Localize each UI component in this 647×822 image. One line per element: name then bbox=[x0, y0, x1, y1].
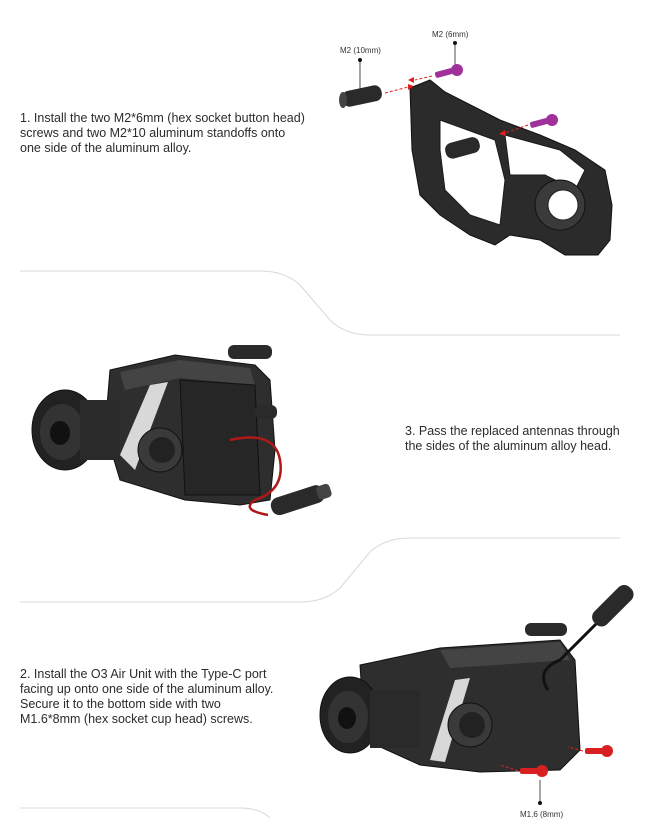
step-3-illustration bbox=[31, 345, 332, 517]
callout-m2-6mm: M2 (6mm) bbox=[432, 30, 469, 39]
section-divider-1 bbox=[20, 270, 620, 336]
step-1-instruction: 1. Install the two M2*6mm (hex socket bu… bbox=[20, 111, 305, 155]
section-divider-3 bbox=[20, 807, 271, 819]
callout-m2-10mm: M2 (10mm) bbox=[340, 46, 381, 55]
step-3-instruction: 3. Pass the replaced antennas through th… bbox=[405, 424, 620, 453]
step-1-illustration: M2 (10mm) M2 (6mm) bbox=[339, 30, 613, 256]
callout-m1-6-8mm: M1.6 (8mm) bbox=[520, 810, 563, 819]
section-divider-2 bbox=[20, 537, 620, 603]
step-2-instruction: 2. Install the O3 Air Unit with the Type… bbox=[20, 667, 274, 726]
step-2-illustration: M1.6 (8mm) bbox=[319, 585, 634, 819]
